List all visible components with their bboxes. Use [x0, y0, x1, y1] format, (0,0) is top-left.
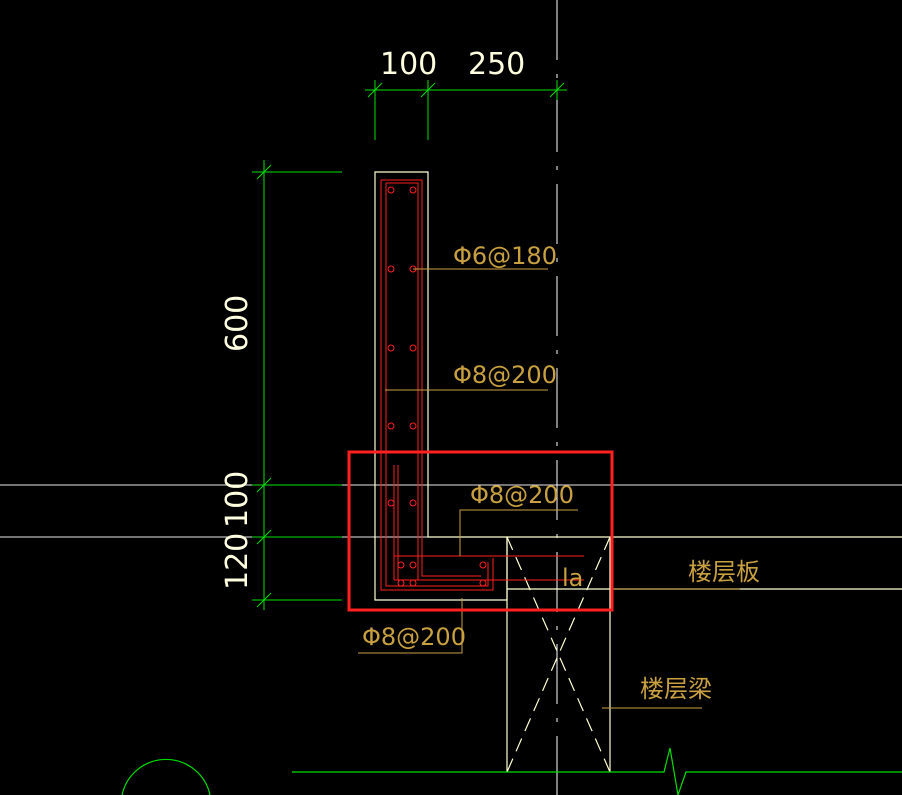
dimension-top-left: 100 — [380, 47, 437, 82]
label-phi8-200-middle: Φ8@200 — [470, 481, 574, 509]
rebar-bars — [387, 186, 487, 587]
top-dimension — [365, 80, 567, 140]
dimension-top-right: 250 — [468, 47, 525, 82]
rebar-stirrups — [380, 179, 584, 591]
leader-lines — [358, 268, 740, 709]
ground-line — [292, 747, 902, 795]
label-phi6-180: Φ6@180 — [453, 242, 557, 270]
dimension-600: 600 — [220, 295, 255, 352]
label-floor-slab: 楼层板 — [688, 558, 760, 586]
label-floor-beam: 楼层梁 — [640, 675, 712, 703]
label-phi8-200-upper: Φ8@200 — [453, 361, 557, 389]
dimension-120: 120 — [220, 533, 255, 590]
dimension-100: 100 — [220, 471, 255, 528]
bottom-arc — [121, 758, 211, 795]
floor-beam-outline — [506, 537, 611, 772]
label-phi8-200-bottom: Φ8@200 — [362, 623, 466, 651]
highlight-box — [347, 450, 614, 612]
label-anchorage-la: la — [562, 564, 583, 592]
side-dimension — [252, 160, 342, 610]
